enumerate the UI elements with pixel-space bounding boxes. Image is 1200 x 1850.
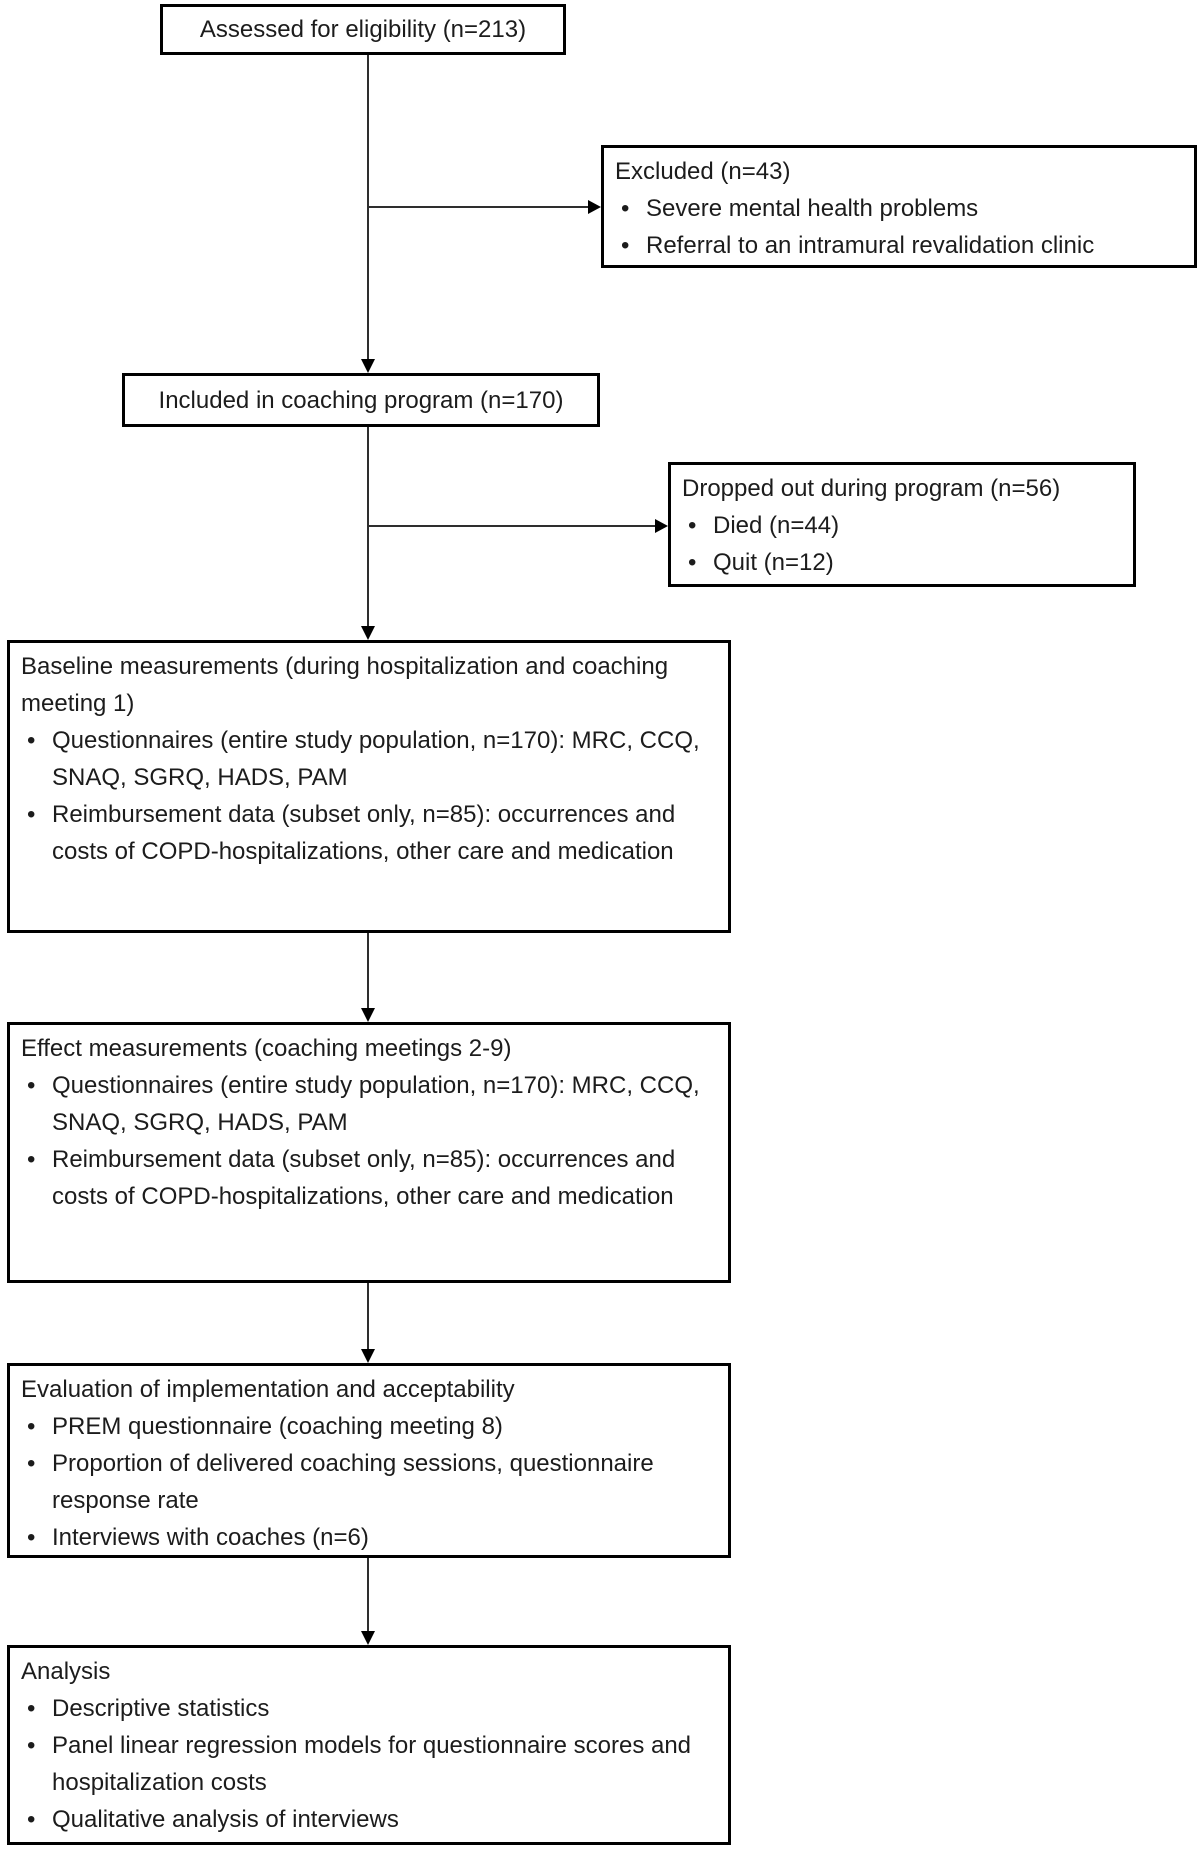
box-assessed-eligibility: Assessed for eligibility (n=213): [160, 4, 566, 55]
box-baseline-measurements-title: Baseline measurements (during hospitaliz…: [21, 653, 669, 717]
bullet-item: Proportion of delivered coaching session…: [21, 1445, 708, 1519]
box-included: Included in coaching program (n=170): [122, 373, 600, 427]
bullet-item: Questionnaires (entire study population,…: [21, 1067, 708, 1141]
bullet-item: Interviews with coaches (n=6): [21, 1519, 708, 1556]
box-baseline-measurements: Baseline measurements (during hospitaliz…: [7, 640, 731, 933]
box-excluded: Excluded (n=43) Severe mental health pro…: [601, 145, 1197, 268]
box-effect-measurements-title: Effect measurements (coaching meetings 2…: [21, 1035, 512, 1062]
box-analysis: Analysis Descriptive statisticsPanel lin…: [7, 1645, 731, 1845]
bullet-item: Descriptive statistics: [21, 1690, 708, 1727]
arrow-evaluation-to-analysis: [361, 1558, 375, 1645]
box-baseline-measurements-bullets: Questionnaires (entire study population,…: [21, 722, 708, 870]
arrow-branch-to-dropped-out: [368, 519, 668, 533]
box-evaluation-title: Evaluation of implementation and accepta…: [21, 1376, 515, 1403]
bullet-item: Severe mental health problems: [615, 190, 1174, 227]
bullet-item: PREM questionnaire (coaching meeting 8): [21, 1408, 708, 1445]
box-assessed-eligibility-title: Assessed for eligibility (n=213): [199, 16, 527, 43]
box-excluded-title: Excluded (n=43): [615, 158, 791, 185]
bullet-item: Referral to an intramural revalidation c…: [615, 227, 1174, 264]
bullet-item: Reimbursement data (subset only, n=85): …: [21, 1141, 708, 1215]
box-dropped-out: Dropped out during program (n=56) Died (…: [668, 462, 1136, 587]
bullet-item: Qualitative analysis of interviews: [21, 1801, 708, 1838]
arrow-branch-to-excluded: [368, 200, 601, 214]
arrow-effect-to-evaluation: [361, 1283, 375, 1363]
bullet-item: Reimbursement data (subset only, n=85): …: [21, 796, 708, 870]
arrow-included-to-baseline: [361, 427, 375, 640]
box-excluded-bullets: Severe mental health problemsReferral to…: [615, 190, 1174, 264]
box-evaluation: Evaluation of implementation and accepta…: [7, 1363, 731, 1558]
box-effect-measurements: Effect measurements (coaching meetings 2…: [7, 1022, 731, 1283]
bullet-item: Died (n=44): [682, 507, 1113, 544]
box-analysis-title: Analysis: [21, 1658, 111, 1685]
bullet-item: Questionnaires (entire study population,…: [21, 722, 708, 796]
bullet-item: Quit (n=12): [682, 544, 1113, 581]
bullet-item: Panel linear regression models for quest…: [21, 1727, 708, 1801]
box-dropped-out-bullets: Died (n=44)Quit (n=12): [682, 507, 1113, 581]
arrow-baseline-to-effect: [361, 933, 375, 1022]
box-included-title: Included in coaching program (n=170): [158, 386, 564, 414]
box-effect-measurements-bullets: Questionnaires (entire study population,…: [21, 1067, 708, 1215]
box-evaluation-bullets: PREM questionnaire (coaching meeting 8)P…: [21, 1408, 708, 1556]
box-dropped-out-title: Dropped out during program (n=56): [682, 475, 1061, 502]
box-analysis-bullets: Descriptive statisticsPanel linear regre…: [21, 1690, 708, 1838]
arrow-assessed-to-included: [361, 55, 375, 373]
